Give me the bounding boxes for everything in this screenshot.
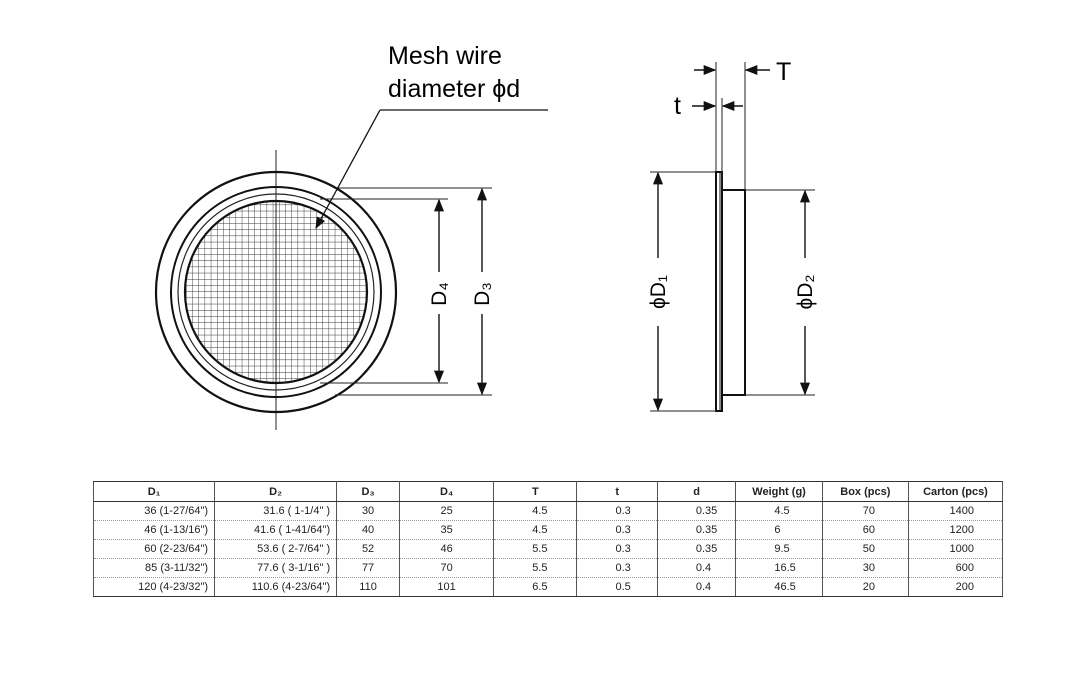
cell-d3: 40 <box>336 520 401 540</box>
cell-T: 5.5 <box>493 558 578 578</box>
header-t: t <box>576 481 658 502</box>
cell-carton: 1000 <box>907 539 1004 559</box>
cell-carton: 200 <box>907 577 1004 597</box>
table-row: 60 (2-23/64") 53.6 ( 2-7/64" ) 52 46 5.5… <box>92 539 1004 559</box>
d1-label: ϕD₁ <box>647 275 670 309</box>
cell-d2: 53.6 ( 2-7/64" ) <box>214 539 338 559</box>
header-d2: D₂ <box>214 481 338 502</box>
cell-d1: 46 (1-13/16") <box>92 520 216 540</box>
header-weight: Weight (g) <box>735 481 823 502</box>
cell-d: 0.35 <box>656 539 737 559</box>
table-row: 36 (1-27/64") 31.6 ( 1-1/4" ) 30 25 4.5 … <box>92 501 1004 521</box>
cell-d3: 110 <box>336 577 401 597</box>
t-label: t <box>674 92 681 120</box>
front-view: D₄ D₃ Mesh wire diameter ϕd <box>154 42 548 430</box>
cell-weight: 9.5 <box>735 539 823 559</box>
callout-diameter: diameter ϕd <box>388 75 520 103</box>
mesh-edge <box>183 199 369 385</box>
cell-box: 70 <box>821 501 909 521</box>
cell-T: 6.5 <box>493 577 578 597</box>
header-box: Box (pcs) <box>821 481 909 502</box>
flange-ring <box>177 193 375 391</box>
cell-d1: 36 (1-27/64") <box>92 501 216 521</box>
table-row: 120 (4-23/32") 110.6 (4-23/64") 110 101 … <box>92 577 1004 597</box>
wire-mesh <box>185 201 367 383</box>
cell-carton: 600 <box>907 558 1004 578</box>
cell-d2: 77.6 ( 3-1/16" ) <box>214 558 338 578</box>
cell-weight: 6 <box>735 520 823 540</box>
cell-box: 20 <box>821 577 909 597</box>
cell-weight: 46.5 <box>735 577 823 597</box>
table-row: 85 (3-11/32") 77.6 ( 3-1/16" ) 77 70 5.5… <box>92 558 1004 578</box>
cell-T: 4.5 <box>493 520 578 540</box>
callout-mesh-wire: Mesh wire <box>388 42 502 70</box>
cell-box: 30 <box>821 558 909 578</box>
cell-carton: 1200 <box>907 520 1004 540</box>
side-view: ϕD₁ ϕD₂ T t <box>647 58 817 412</box>
outer-rim <box>154 170 398 414</box>
cell-d4: 25 <box>399 501 495 521</box>
cell-T: 5.5 <box>493 539 578 559</box>
cell-d: 0.35 <box>656 520 737 540</box>
d4-label: D₄ <box>428 282 451 306</box>
header-d1: D₁ <box>92 481 216 502</box>
T-label: T <box>776 58 791 86</box>
cell-d1: 120 (4-23/32") <box>92 577 216 597</box>
header-d4: D₄ <box>399 481 495 502</box>
cell-carton: 1400 <box>907 501 1004 521</box>
cell-d2: 31.6 ( 1-1/4" ) <box>214 501 338 521</box>
cell-d1: 85 (3-11/32") <box>92 558 216 578</box>
cell-d4: 70 <box>399 558 495 578</box>
cell-d: 0.4 <box>656 577 737 597</box>
cell-t: 0.3 <box>576 520 658 540</box>
callout-leader <box>315 109 381 230</box>
inner-rim <box>170 186 382 398</box>
cell-box: 50 <box>821 539 909 559</box>
d3-label: D₃ <box>471 282 494 306</box>
d2-label: ϕD₂ <box>794 274 817 309</box>
body-profile <box>721 189 746 396</box>
cell-d4: 101 <box>399 577 495 597</box>
cell-d4: 35 <box>399 520 495 540</box>
header-carton: Carton (pcs) <box>907 481 1004 502</box>
cell-box: 60 <box>821 520 909 540</box>
cell-d: 0.35 <box>656 501 737 521</box>
cell-d4: 46 <box>399 539 495 559</box>
cell-d2: 110.6 (4-23/64") <box>214 577 338 597</box>
header-T: T <box>493 481 578 502</box>
specifications-table: D₁ D₂ D₃ D₄ T t d Weight (g) Box (pcs) C… <box>92 481 1004 597</box>
cell-d1: 60 (2-23/64") <box>92 539 216 559</box>
cell-t: 0.3 <box>576 501 658 521</box>
header-d3: D₃ <box>336 481 401 502</box>
cell-weight: 16.5 <box>735 558 823 578</box>
cell-d: 0.4 <box>656 558 737 578</box>
cell-t: 0.3 <box>576 539 658 559</box>
table-row: 46 (1-13/16") 41.6 ( 1-41/64") 40 35 4.5… <box>92 520 1004 540</box>
cell-d3: 30 <box>336 501 401 521</box>
cell-T: 4.5 <box>493 501 578 521</box>
cell-d3: 52 <box>336 539 401 559</box>
technical-drawing: D₄ D₃ Mesh wire diameter ϕd ϕD₁ ϕD₂ <box>154 42 817 430</box>
cell-t: 0.3 <box>576 558 658 578</box>
table-header-row: D₁ D₂ D₃ D₄ T t d Weight (g) Box (pcs) C… <box>92 481 1004 502</box>
header-d: d <box>656 481 737 502</box>
cell-t: 0.5 <box>576 577 658 597</box>
cell-weight: 4.5 <box>735 501 823 521</box>
cell-d3: 77 <box>336 558 401 578</box>
cell-d2: 41.6 ( 1-41/64") <box>214 520 338 540</box>
